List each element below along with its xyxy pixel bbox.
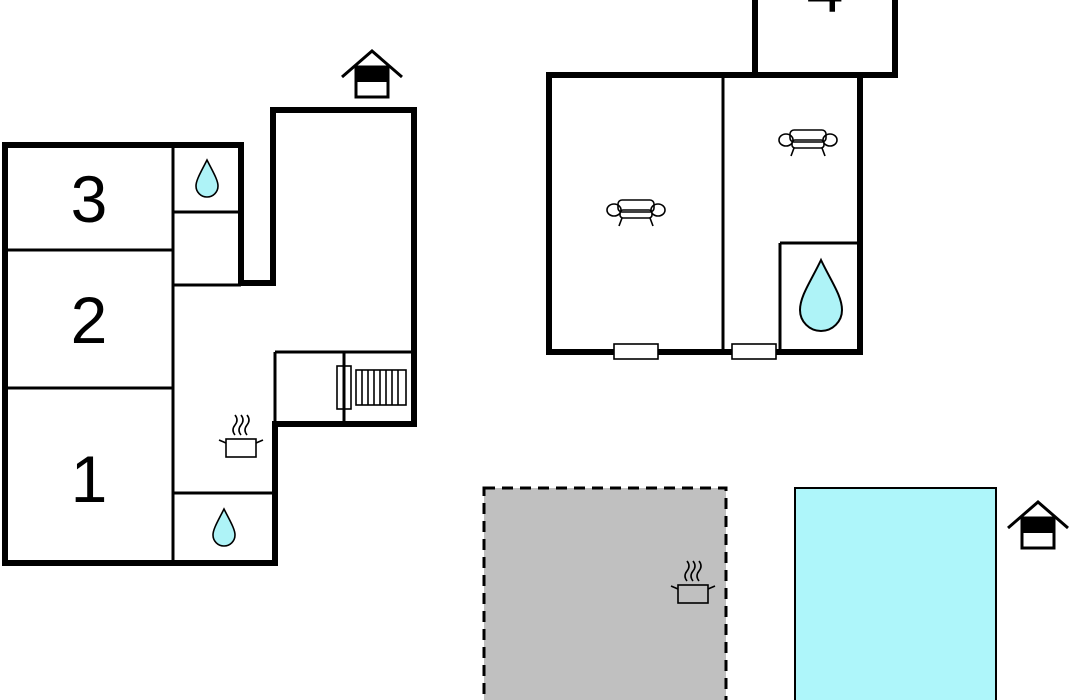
- room-number-2: 2: [71, 283, 108, 357]
- stairs-icon: [336, 365, 407, 410]
- sofa-icon: [606, 199, 666, 227]
- water-drop-icon: [195, 158, 219, 198]
- room-number-4: 4: [807, 0, 844, 26]
- room-number-1: 1: [71, 442, 108, 516]
- terrace: [482, 486, 728, 700]
- right-building: 4: [546, 0, 898, 360]
- left-building: 3 2 1: [2, 49, 417, 566]
- window-icon: [613, 343, 659, 360]
- sofa-icon: [778, 129, 838, 157]
- pool: [794, 487, 997, 700]
- entrance-icon: [1006, 500, 1070, 550]
- kitchen-icon: [218, 414, 264, 458]
- room-number-3: 3: [71, 162, 108, 236]
- entrance-icon: [340, 49, 404, 99]
- water-drop-icon: [798, 257, 844, 332]
- left-building-outer-wall: [2, 107, 417, 566]
- window-icon: [731, 343, 777, 360]
- water-drop-icon: [212, 507, 236, 547]
